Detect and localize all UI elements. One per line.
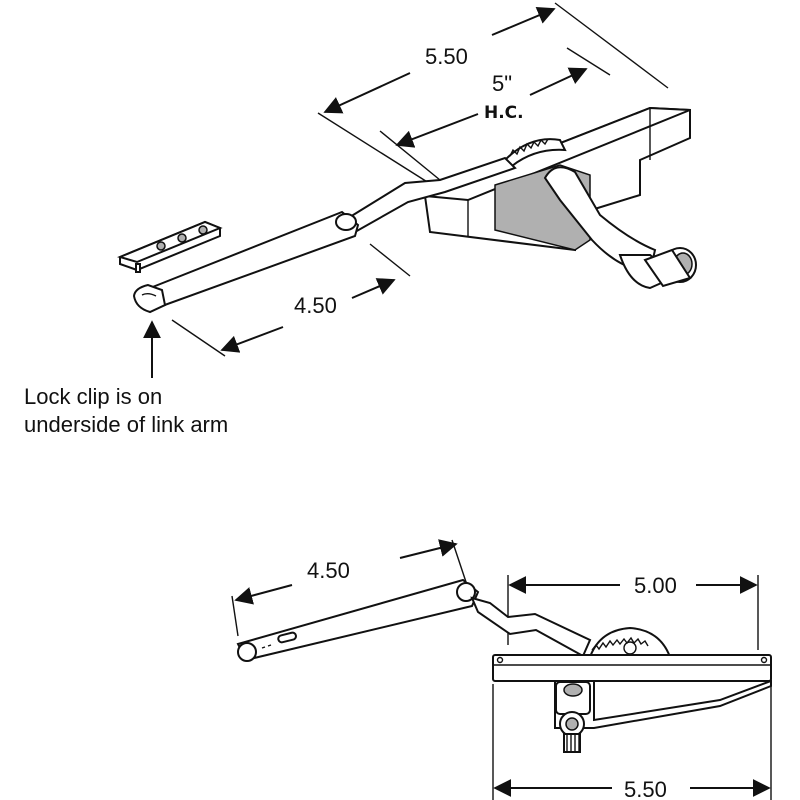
gear xyxy=(503,138,567,168)
dim-base-width-label: 5.50 xyxy=(624,777,667,800)
dim-base-width: 5.50 xyxy=(492,684,772,800)
dim-overall-length: 5.50 xyxy=(317,2,669,191)
gear-bottom xyxy=(588,626,672,658)
note-line-1: Lock clip is on xyxy=(24,384,162,409)
dim-gear-span: 5.00 xyxy=(507,573,759,650)
crank-shaft xyxy=(555,681,591,753)
dim-link-arm-top: 4.50 xyxy=(171,243,411,357)
link-arm-top xyxy=(132,156,517,314)
crank-handle[interactable] xyxy=(543,166,697,290)
dim-hc-unit-label: H.C. xyxy=(484,103,524,123)
dim-hc-value-label: 5" xyxy=(492,71,512,96)
dim-overall-label: 5.50 xyxy=(425,44,468,69)
main-arm-bottom xyxy=(470,596,592,658)
operator-base-bottom xyxy=(492,654,772,729)
dim-hole-center: 5" H.C. xyxy=(379,47,611,181)
lock-clip xyxy=(116,220,223,273)
lock-clip-callout: Lock clip is on underside of link arm xyxy=(24,320,228,437)
top-view: 5.50 5" H.C. xyxy=(24,2,697,437)
note-line-2: underside of link arm xyxy=(24,412,228,437)
bottom-view: 4.50 5.00 xyxy=(231,539,772,800)
dim-gear-span-label: 5.00 xyxy=(634,573,677,598)
dim-link-arm-top-label: 4.50 xyxy=(294,293,337,318)
dim-link-arm-bottom: 4.50 xyxy=(231,539,467,637)
dim-link-arm-bottom-label: 4.50 xyxy=(307,558,350,583)
link-arm-bottom xyxy=(236,578,480,662)
